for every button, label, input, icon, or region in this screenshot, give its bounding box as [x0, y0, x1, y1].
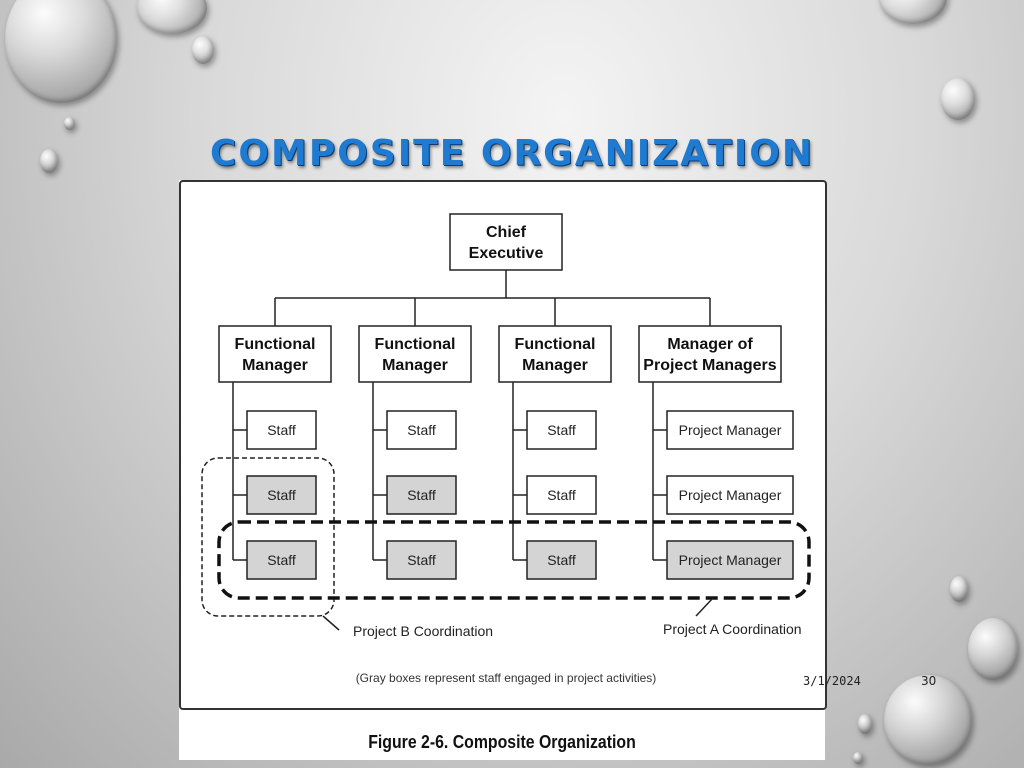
water-drop — [950, 576, 968, 602]
project-b-coordination-outline — [201, 457, 335, 617]
project-a-coordination-label: Project A Coordination — [663, 621, 802, 637]
chief-executive-label-line2: Executive — [469, 245, 544, 262]
water-drop — [137, 0, 207, 34]
water-drop — [858, 714, 872, 734]
water-drop — [941, 78, 975, 120]
staff-label: Staff — [407, 487, 436, 503]
project-manager-label: Project Manager — [679, 422, 782, 438]
water-drop — [968, 618, 1018, 680]
connector-lines — [232, 270, 711, 561]
staff-label: Staff — [267, 422, 296, 438]
chief-executive-label-line1: Chief — [486, 224, 527, 241]
column-header-line2: Manager — [382, 357, 448, 374]
staff-box — [526, 475, 597, 515]
staff-label: Staff — [547, 552, 576, 568]
staff-box-project — [526, 540, 597, 580]
functional-manager-box — [218, 325, 332, 383]
chief-executive-box — [449, 213, 563, 271]
column-header-line1: Functional — [235, 336, 316, 353]
water-drop — [192, 36, 214, 64]
slide-date: 3/1/2024 — [803, 674, 861, 688]
column-header-line2: Manager — [522, 357, 588, 374]
water-drop — [884, 675, 972, 765]
figure-caption: Figure 2-6. Composite Organization — [368, 732, 636, 752]
manager-of-project-managers-box — [638, 325, 782, 383]
water-drop — [879, 0, 947, 24]
project-manager-label: Project Manager — [679, 552, 782, 568]
staff-box-project — [386, 540, 457, 580]
slide-number: 30 — [921, 674, 937, 688]
project-a-leader-line — [695, 597, 714, 617]
functional-manager-box — [498, 325, 612, 383]
staff-box — [526, 410, 597, 450]
staff-box — [246, 410, 317, 450]
staff-label: Staff — [267, 552, 296, 568]
column-header-line1: Functional — [375, 336, 456, 353]
staff-label: Staff — [547, 487, 576, 503]
project-manager-box-project — [666, 540, 794, 580]
column-header-line1: Manager of — [667, 336, 753, 353]
slide-title: COMPOSITE ORGANIZATION — [210, 133, 814, 174]
staff-box-project — [386, 475, 457, 515]
water-drop — [853, 752, 863, 764]
water-drop — [40, 149, 58, 173]
staff-label: Staff — [407, 422, 436, 438]
staff-label: Staff — [547, 422, 576, 438]
project-manager-label: Project Manager — [679, 487, 782, 503]
project-a-coordination-outline — [217, 520, 811, 600]
functional-manager-box — [358, 325, 472, 383]
staff-label: Staff — [407, 552, 436, 568]
figure-panel: Chief Executive Functional Manager Funct… — [179, 180, 827, 760]
project-b-leader-line — [322, 615, 340, 631]
gray-box-note: (Gray boxes represent staff engaged in p… — [356, 671, 657, 685]
org-chart-diagram: Chief Executive Functional Manager Funct… — [201, 213, 811, 685]
project-b-coordination-label: Project B Coordination — [353, 623, 493, 639]
column-header-line2: Manager — [242, 357, 308, 374]
project-manager-box — [666, 410, 794, 450]
column-header-line2: Project Managers — [643, 357, 776, 374]
staff-box — [386, 410, 457, 450]
water-drop — [5, 0, 117, 103]
project-manager-box — [666, 475, 794, 515]
figure-frame: Chief Executive Functional Manager Funct… — [179, 180, 827, 710]
staff-label: Staff — [267, 487, 296, 503]
staff-box-project — [246, 475, 317, 515]
staff-box-project — [246, 540, 317, 580]
column-header-line1: Functional — [515, 336, 596, 353]
water-drop — [64, 117, 75, 130]
